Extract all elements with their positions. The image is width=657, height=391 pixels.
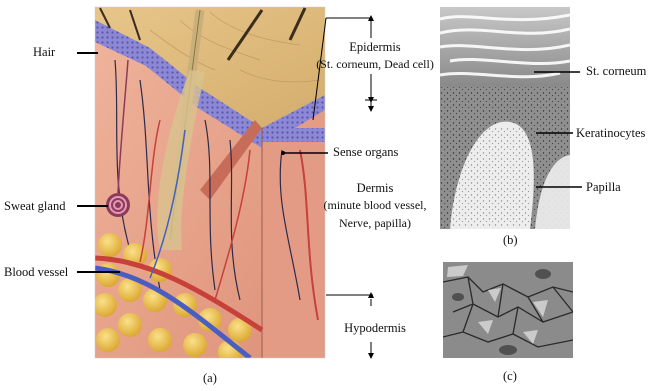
- caption-a: (a): [203, 371, 217, 386]
- label-hair: Hair: [33, 45, 55, 60]
- label-dermis-detail-1: (minute blood vessel,: [300, 198, 450, 213]
- label-hypodermis: Hypodermis: [310, 321, 440, 336]
- label-blood-vessel: Blood vessel: [4, 265, 68, 280]
- label-dermis: Dermis: [310, 181, 440, 196]
- label-keratinocytes: Keratinocytes: [576, 126, 645, 141]
- label-dermis-detail-2: Nerve, papilla): [300, 216, 450, 231]
- caption-b: (b): [503, 233, 518, 248]
- label-sweat-gland: Sweat gland: [4, 199, 65, 214]
- label-epidermis: Epidermis: [310, 40, 440, 55]
- label-sense-organs: Sense organs: [333, 145, 398, 160]
- label-st-corneum: St. corneum: [586, 64, 646, 79]
- label-epidermis-detail: (St. corneum, Dead cell): [300, 57, 450, 72]
- caption-c: (c): [503, 369, 517, 384]
- label-papilla: Papilla: [586, 180, 621, 195]
